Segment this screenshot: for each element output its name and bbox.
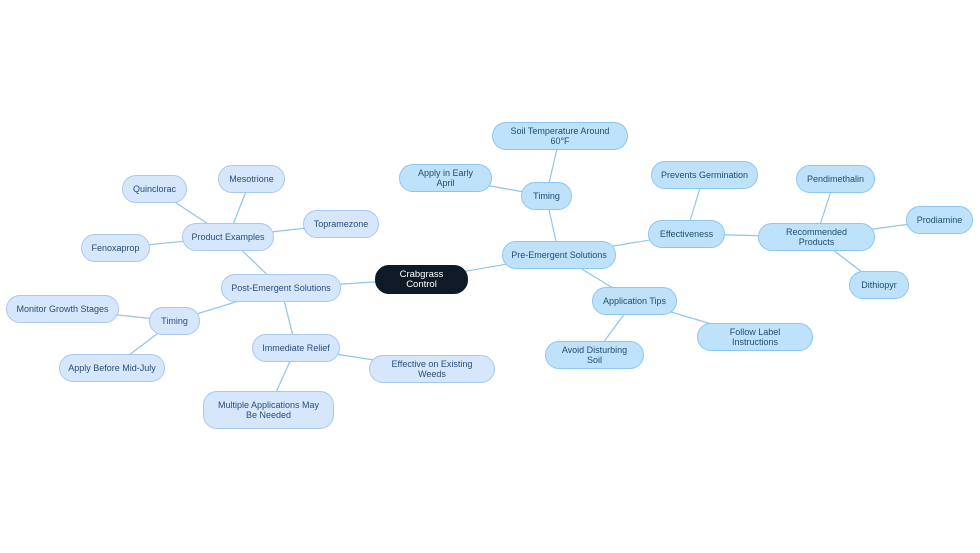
topramezone-node[interactable]: Topramezone [303, 210, 379, 238]
apply-before-july-node[interactable]: Apply Before Mid-July [59, 354, 165, 382]
pendimethalin-node[interactable]: Pendimethalin [796, 165, 875, 193]
post-timing-node[interactable]: Timing [149, 307, 200, 335]
post-emergent-node[interactable]: Post-Emergent Solutions [221, 274, 341, 302]
application-tips-node[interactable]: Application Tips [592, 287, 677, 315]
prodiamine-node[interactable]: Prodiamine [906, 206, 973, 234]
dithiopyr-node[interactable]: Dithiopyr [849, 271, 909, 299]
monitor-growth-node[interactable]: Monitor Growth Stages [6, 295, 119, 323]
pre-timing-node[interactable]: Timing [521, 182, 572, 210]
follow-label-node[interactable]: Follow Label Instructions [697, 323, 813, 351]
immediate-relief-node[interactable]: Immediate Relief [252, 334, 340, 362]
mesotrione-node[interactable]: Mesotrione [218, 165, 285, 193]
effectiveness-node[interactable]: Effectiveness [648, 220, 725, 248]
recommended-products-node[interactable]: Recommended Products [758, 223, 875, 251]
root-node[interactable]: Crabgrass Control [375, 265, 468, 294]
product-examples-node[interactable]: Product Examples [182, 223, 274, 251]
multiple-applications-node[interactable]: Multiple Applications May Be Needed [203, 391, 334, 429]
fenoxaprop-node[interactable]: Fenoxaprop [81, 234, 150, 262]
effective-existing-node[interactable]: Effective on Existing Weeds [369, 355, 495, 383]
soil-temperature-node[interactable]: Soil Temperature Around 60°F [492, 122, 628, 150]
avoid-disturbing-soil-node[interactable]: Avoid Disturbing Soil [545, 341, 644, 369]
pre-emergent-node[interactable]: Pre-Emergent Solutions [502, 241, 616, 269]
prevents-germination-node[interactable]: Prevents Germination [651, 161, 758, 189]
apply-early-april-node[interactable]: Apply in Early April [399, 164, 492, 192]
quinclorac-node[interactable]: Quinclorac [122, 175, 187, 203]
